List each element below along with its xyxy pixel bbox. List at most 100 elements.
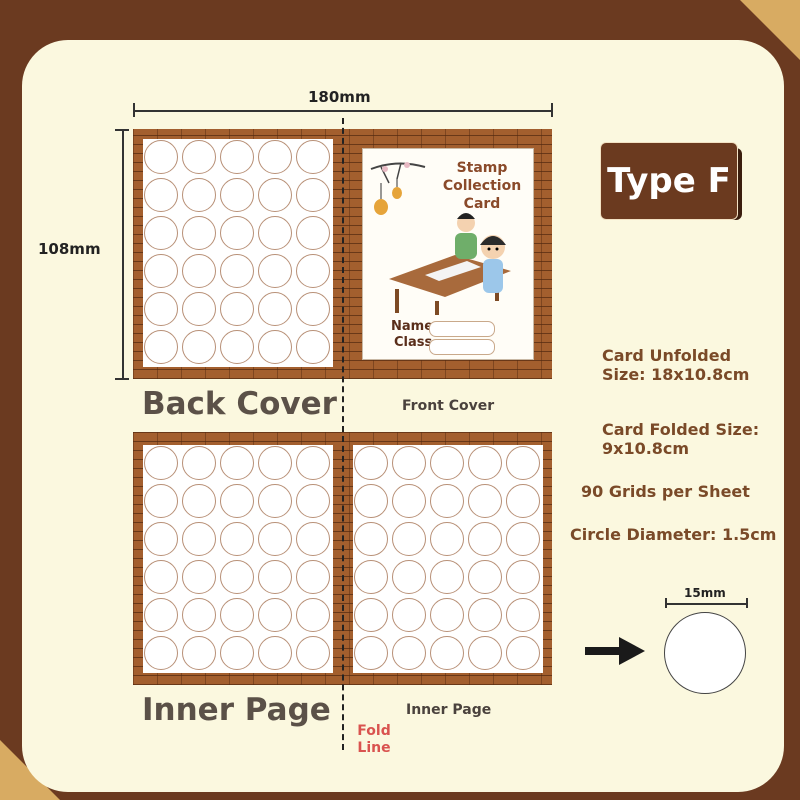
stamp-circle xyxy=(430,446,464,480)
stamp-circle xyxy=(296,446,330,480)
stamp-circle xyxy=(468,636,502,670)
stamp-circle xyxy=(354,636,388,670)
inner-page-left-grid xyxy=(143,445,333,673)
class-label: Class xyxy=(394,335,433,350)
stamp-circle xyxy=(182,636,216,670)
stamp-circle xyxy=(430,484,464,518)
stamp-circle xyxy=(468,484,502,518)
stamp-circle xyxy=(296,216,330,250)
stamp-circle xyxy=(182,330,216,364)
stamp-circle xyxy=(392,636,426,670)
front-cover-artwork: Stamp Collection Card Name Class xyxy=(362,148,534,360)
width-dimension-tick-left xyxy=(133,103,135,117)
stamp-circle xyxy=(296,598,330,632)
stamp-circle xyxy=(144,140,178,174)
stamp-circle xyxy=(468,598,502,632)
stamp-circle xyxy=(468,446,502,480)
stamp-circle xyxy=(506,560,540,594)
stamp-circle xyxy=(296,292,330,326)
stamp-circle xyxy=(182,446,216,480)
stamp-circle xyxy=(258,140,292,174)
stamp-circle xyxy=(144,636,178,670)
stamp-circle xyxy=(144,560,178,594)
stamp-circle xyxy=(506,636,540,670)
stamp-circle xyxy=(258,254,292,288)
feature-circle-diameter: Circle Diameter: 1.5cm xyxy=(570,525,777,544)
stamp-circle xyxy=(220,254,254,288)
circle-dimension-label: 15mm xyxy=(684,586,726,600)
stamp-circle xyxy=(258,560,292,594)
lantern-branch-illustration xyxy=(370,162,426,215)
stamp-circle xyxy=(258,178,292,212)
stamp-circle xyxy=(506,446,540,480)
inner-page-right-grid xyxy=(353,445,543,673)
stamp-circle xyxy=(506,598,540,632)
stamp-circle xyxy=(296,178,330,212)
stamp-circle xyxy=(220,560,254,594)
stamp-circle xyxy=(258,484,292,518)
stamp-circle xyxy=(182,140,216,174)
stamp-circle xyxy=(220,598,254,632)
stamp-circle xyxy=(296,560,330,594)
stamp-circle xyxy=(182,598,216,632)
stamp-circle xyxy=(144,292,178,326)
stamp-circle xyxy=(354,522,388,556)
stamp-circle xyxy=(144,178,178,212)
stamp-circle xyxy=(354,598,388,632)
stamp-circle xyxy=(506,522,540,556)
stamp-circle xyxy=(182,292,216,326)
stamp-circle xyxy=(220,636,254,670)
stamp-circle xyxy=(354,484,388,518)
width-dimension-tick-right xyxy=(551,103,553,117)
inner-page-label-small: Inner Page xyxy=(406,702,492,718)
stamp-circle xyxy=(506,484,540,518)
type-badge-label: Type F xyxy=(607,161,731,201)
stamp-circle xyxy=(392,446,426,480)
stamp-circle xyxy=(258,598,292,632)
stamp-circle xyxy=(392,522,426,556)
height-dimension-line xyxy=(122,129,124,379)
stamp-circle xyxy=(144,446,178,480)
stamp-circle xyxy=(392,598,426,632)
card-title: Stamp Collection Card xyxy=(442,160,522,212)
back-cover-label: Back Cover xyxy=(142,386,337,422)
height-dimension-tick-bottom xyxy=(115,378,129,380)
front-cover-label: Front Cover xyxy=(402,398,495,414)
name-label: Name xyxy=(391,319,434,334)
stamp-circle xyxy=(220,330,254,364)
stamp-circle xyxy=(296,140,330,174)
arrow-right-icon xyxy=(585,637,645,665)
stamp-circle xyxy=(144,254,178,288)
stamp-circle xyxy=(430,636,464,670)
width-dimension-line xyxy=(133,110,552,112)
stamp-circle xyxy=(296,636,330,670)
stamp-circle xyxy=(354,560,388,594)
stamp-circle xyxy=(430,560,464,594)
stamp-circle xyxy=(144,522,178,556)
stamp-circle xyxy=(220,292,254,326)
stamp-circle xyxy=(144,484,178,518)
circle-sample xyxy=(664,612,746,694)
type-badge: Type F xyxy=(600,142,738,220)
class-field[interactable] xyxy=(429,339,495,355)
circle-dimension-line xyxy=(665,603,747,605)
fold-line xyxy=(342,118,344,750)
stamp-circle xyxy=(296,522,330,556)
name-field[interactable] xyxy=(429,321,495,337)
stamp-circle xyxy=(220,522,254,556)
stamp-circle xyxy=(258,330,292,364)
stamp-circle xyxy=(468,522,502,556)
height-dimension-tick-top xyxy=(115,129,129,131)
stamp-circle xyxy=(220,446,254,480)
stamp-circle xyxy=(258,636,292,670)
feature-grids: 90 Grids per Sheet xyxy=(581,482,750,501)
stamp-circle xyxy=(468,560,502,594)
stamp-circle xyxy=(258,216,292,250)
stamp-circle xyxy=(220,178,254,212)
stamp-circle xyxy=(296,254,330,288)
stamp-circle xyxy=(182,254,216,288)
fold-line-label: Fold Line xyxy=(357,723,391,756)
stamp-circle xyxy=(182,178,216,212)
stamp-circle xyxy=(258,446,292,480)
